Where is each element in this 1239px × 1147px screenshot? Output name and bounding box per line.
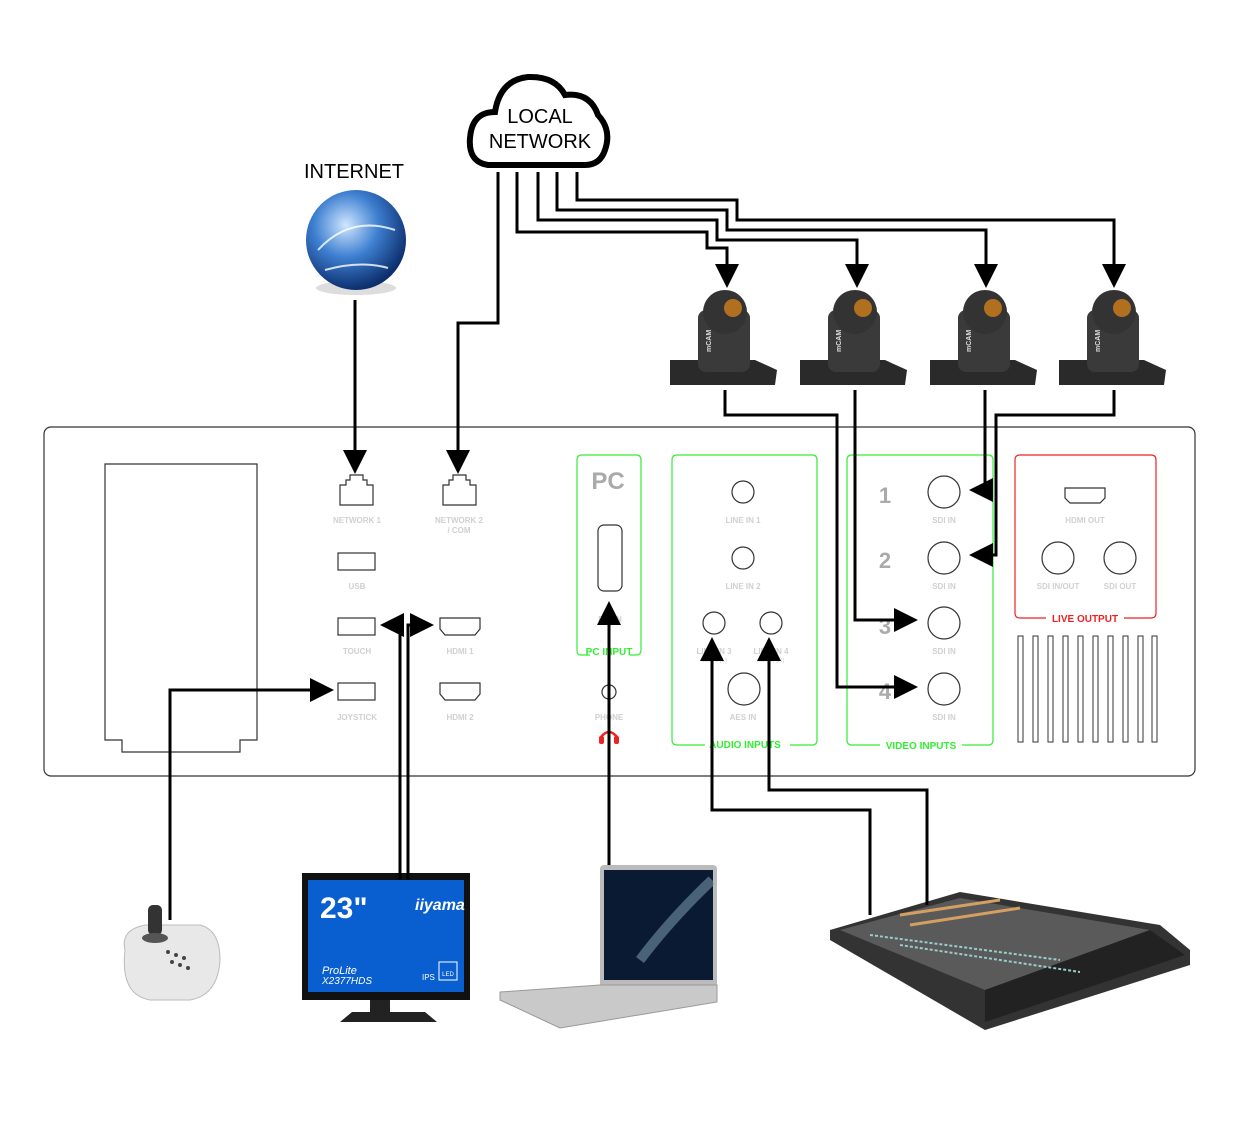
monitor-ips-badge: IPS [422, 973, 435, 982]
camera-brand-label: mCAM [836, 330, 843, 352]
sdi-in-label: SDI IN [932, 713, 956, 722]
audio-video-mixer [830, 892, 1190, 1030]
camera-1: mCAM [670, 290, 777, 385]
line-in-3-port[interactable] [702, 611, 726, 635]
monitor-model-line1: ProLite [322, 965, 357, 977]
hdmi-out-label: HDMI OUT [1065, 516, 1105, 525]
video-inputs-group: 1 2 3 4 SDI IN SDI IN SDI IN SDI IN VIDE… [846, 454, 994, 752]
wire-lan-camera1 [515, 172, 739, 288]
video-input-number: 3 [879, 614, 891, 639]
aes-in-label: AES IN [730, 713, 757, 722]
local-network-cloud: LOCAL NETWORK [466, 73, 611, 168]
wire-lan-camera3 [555, 172, 998, 288]
wire-camera3-sdi1 [969, 390, 993, 502]
cloud-label-2: NETWORK [489, 131, 592, 153]
monitor-led-badge: LED [442, 972, 454, 978]
live-output-label: LIVE OUTPUT [1052, 614, 1118, 625]
line-in-1-label: LINE IN 1 [725, 516, 761, 525]
globe-icon [306, 190, 406, 290]
hdmi-1-label: HDMI 1 [446, 647, 474, 656]
video-input-number: 2 [879, 548, 891, 573]
dvi-in-port[interactable] [597, 524, 623, 592]
pc-title: PC [591, 468, 624, 495]
network-2-label: NETWORK 2 [435, 516, 484, 525]
internet-globe: INTERNET [304, 161, 406, 295]
wire-camera1-sdi4 [723, 390, 918, 699]
line-in-2-label: LINE IN 2 [725, 582, 761, 591]
sdi-in-1-port[interactable] [927, 475, 961, 509]
sdi-in-label: SDI IN [932, 647, 956, 656]
network-2-sublabel: / COM [447, 526, 470, 535]
sdi-in-label: SDI IN [932, 516, 956, 525]
wire-monitor-touch [380, 613, 404, 880]
wire-lan-network2 [446, 172, 500, 474]
hdmi-1-port[interactable] [439, 617, 481, 636]
camera-brand-label: mCAM [706, 330, 713, 352]
hdmi-2-label: HDMI 2 [446, 713, 474, 722]
ptz-joystick [123, 905, 221, 1001]
joystick-label: JOYSTICK [337, 713, 377, 722]
line-in-3-sublabel: stereo (L) [701, 658, 727, 664]
video-inputs-label: VIDEO INPUTS [886, 741, 957, 752]
sdi-in-out-port[interactable] [1041, 541, 1075, 575]
wire-mixer-line4 [757, 637, 929, 905]
network-1-port[interactable] [339, 474, 374, 506]
sdi-in-4-port[interactable] [927, 672, 961, 706]
line-in-2-port[interactable] [731, 546, 755, 570]
wire-joystick [168, 678, 334, 920]
network-1-label: NETWORK 1 [333, 516, 382, 525]
wire-camera4-sdi2 [969, 390, 1116, 567]
network-2-port[interactable] [442, 474, 477, 506]
cloud-label-1: LOCAL [507, 106, 573, 128]
camera-3: mCAM [930, 290, 1037, 385]
wire-lan-camera4 [575, 172, 1126, 288]
connection-wires [168, 172, 1126, 920]
monitor-model-line2: X2377HDS [321, 976, 372, 987]
line-in-3-label: LINE IN 3 [696, 647, 732, 656]
usb-label: USB [349, 582, 366, 591]
line-in-1-port[interactable] [731, 480, 755, 504]
hdmi-2-port[interactable] [439, 682, 481, 701]
video-input-number: 4 [879, 679, 892, 704]
camera-brand-label: mCAM [1095, 330, 1102, 352]
sdi-out-port[interactable] [1103, 541, 1137, 575]
wire-monitor-hdmi1 [406, 613, 434, 880]
camera-4: mCAM [1059, 290, 1166, 385]
touch-port[interactable] [337, 617, 376, 636]
sdi-in-3-port[interactable] [927, 606, 961, 640]
aes-in-port[interactable] [727, 672, 761, 706]
line-in-4-label: LINE IN 4 [753, 647, 789, 656]
sdi-out-label: SDI OUT [1104, 582, 1137, 591]
panel-blank-cover [104, 463, 258, 753]
monitor-brand: iiyama [415, 897, 465, 914]
io-ports: NETWORK 1 NETWORK 2 / COM USB TOUCH JOYS… [333, 474, 484, 722]
live-output-group: HDMI OUT SDI IN/OUT SDI OUT LIVE OUTPUT [1014, 454, 1157, 625]
camera-brand-label: mCAM [966, 330, 973, 352]
laptop [499, 865, 718, 1029]
line-in-4-sublabel: stereo (R) [758, 658, 785, 664]
monitor-size: 23" [320, 892, 368, 925]
wire-mixer-line3 [700, 637, 872, 915]
usb-port[interactable] [337, 552, 376, 571]
internet-label: INTERNET [304, 161, 404, 183]
touch-label: TOUCH [343, 647, 372, 656]
sdi-in-label: SDI IN [932, 582, 956, 591]
monitor: 23" iiyama ProLite X2377HDS IPS LED [302, 873, 470, 1022]
video-input-number: 1 [879, 483, 891, 508]
sdi-in-out-label: SDI IN/OUT [1037, 582, 1080, 591]
hdmi-out-port[interactable] [1064, 487, 1106, 504]
camera-2: mCAM [800, 290, 907, 385]
line-in-4-port[interactable] [759, 611, 783, 635]
wire-camera2-sdi3 [853, 390, 918, 632]
vent-grille [1017, 635, 1158, 743]
audio-inputs-label: AUDIO INPUTS [709, 740, 781, 751]
joystick-port[interactable] [337, 682, 376, 701]
sdi-in-2-port[interactable] [927, 541, 961, 575]
wire-lan-camera2 [536, 172, 869, 288]
